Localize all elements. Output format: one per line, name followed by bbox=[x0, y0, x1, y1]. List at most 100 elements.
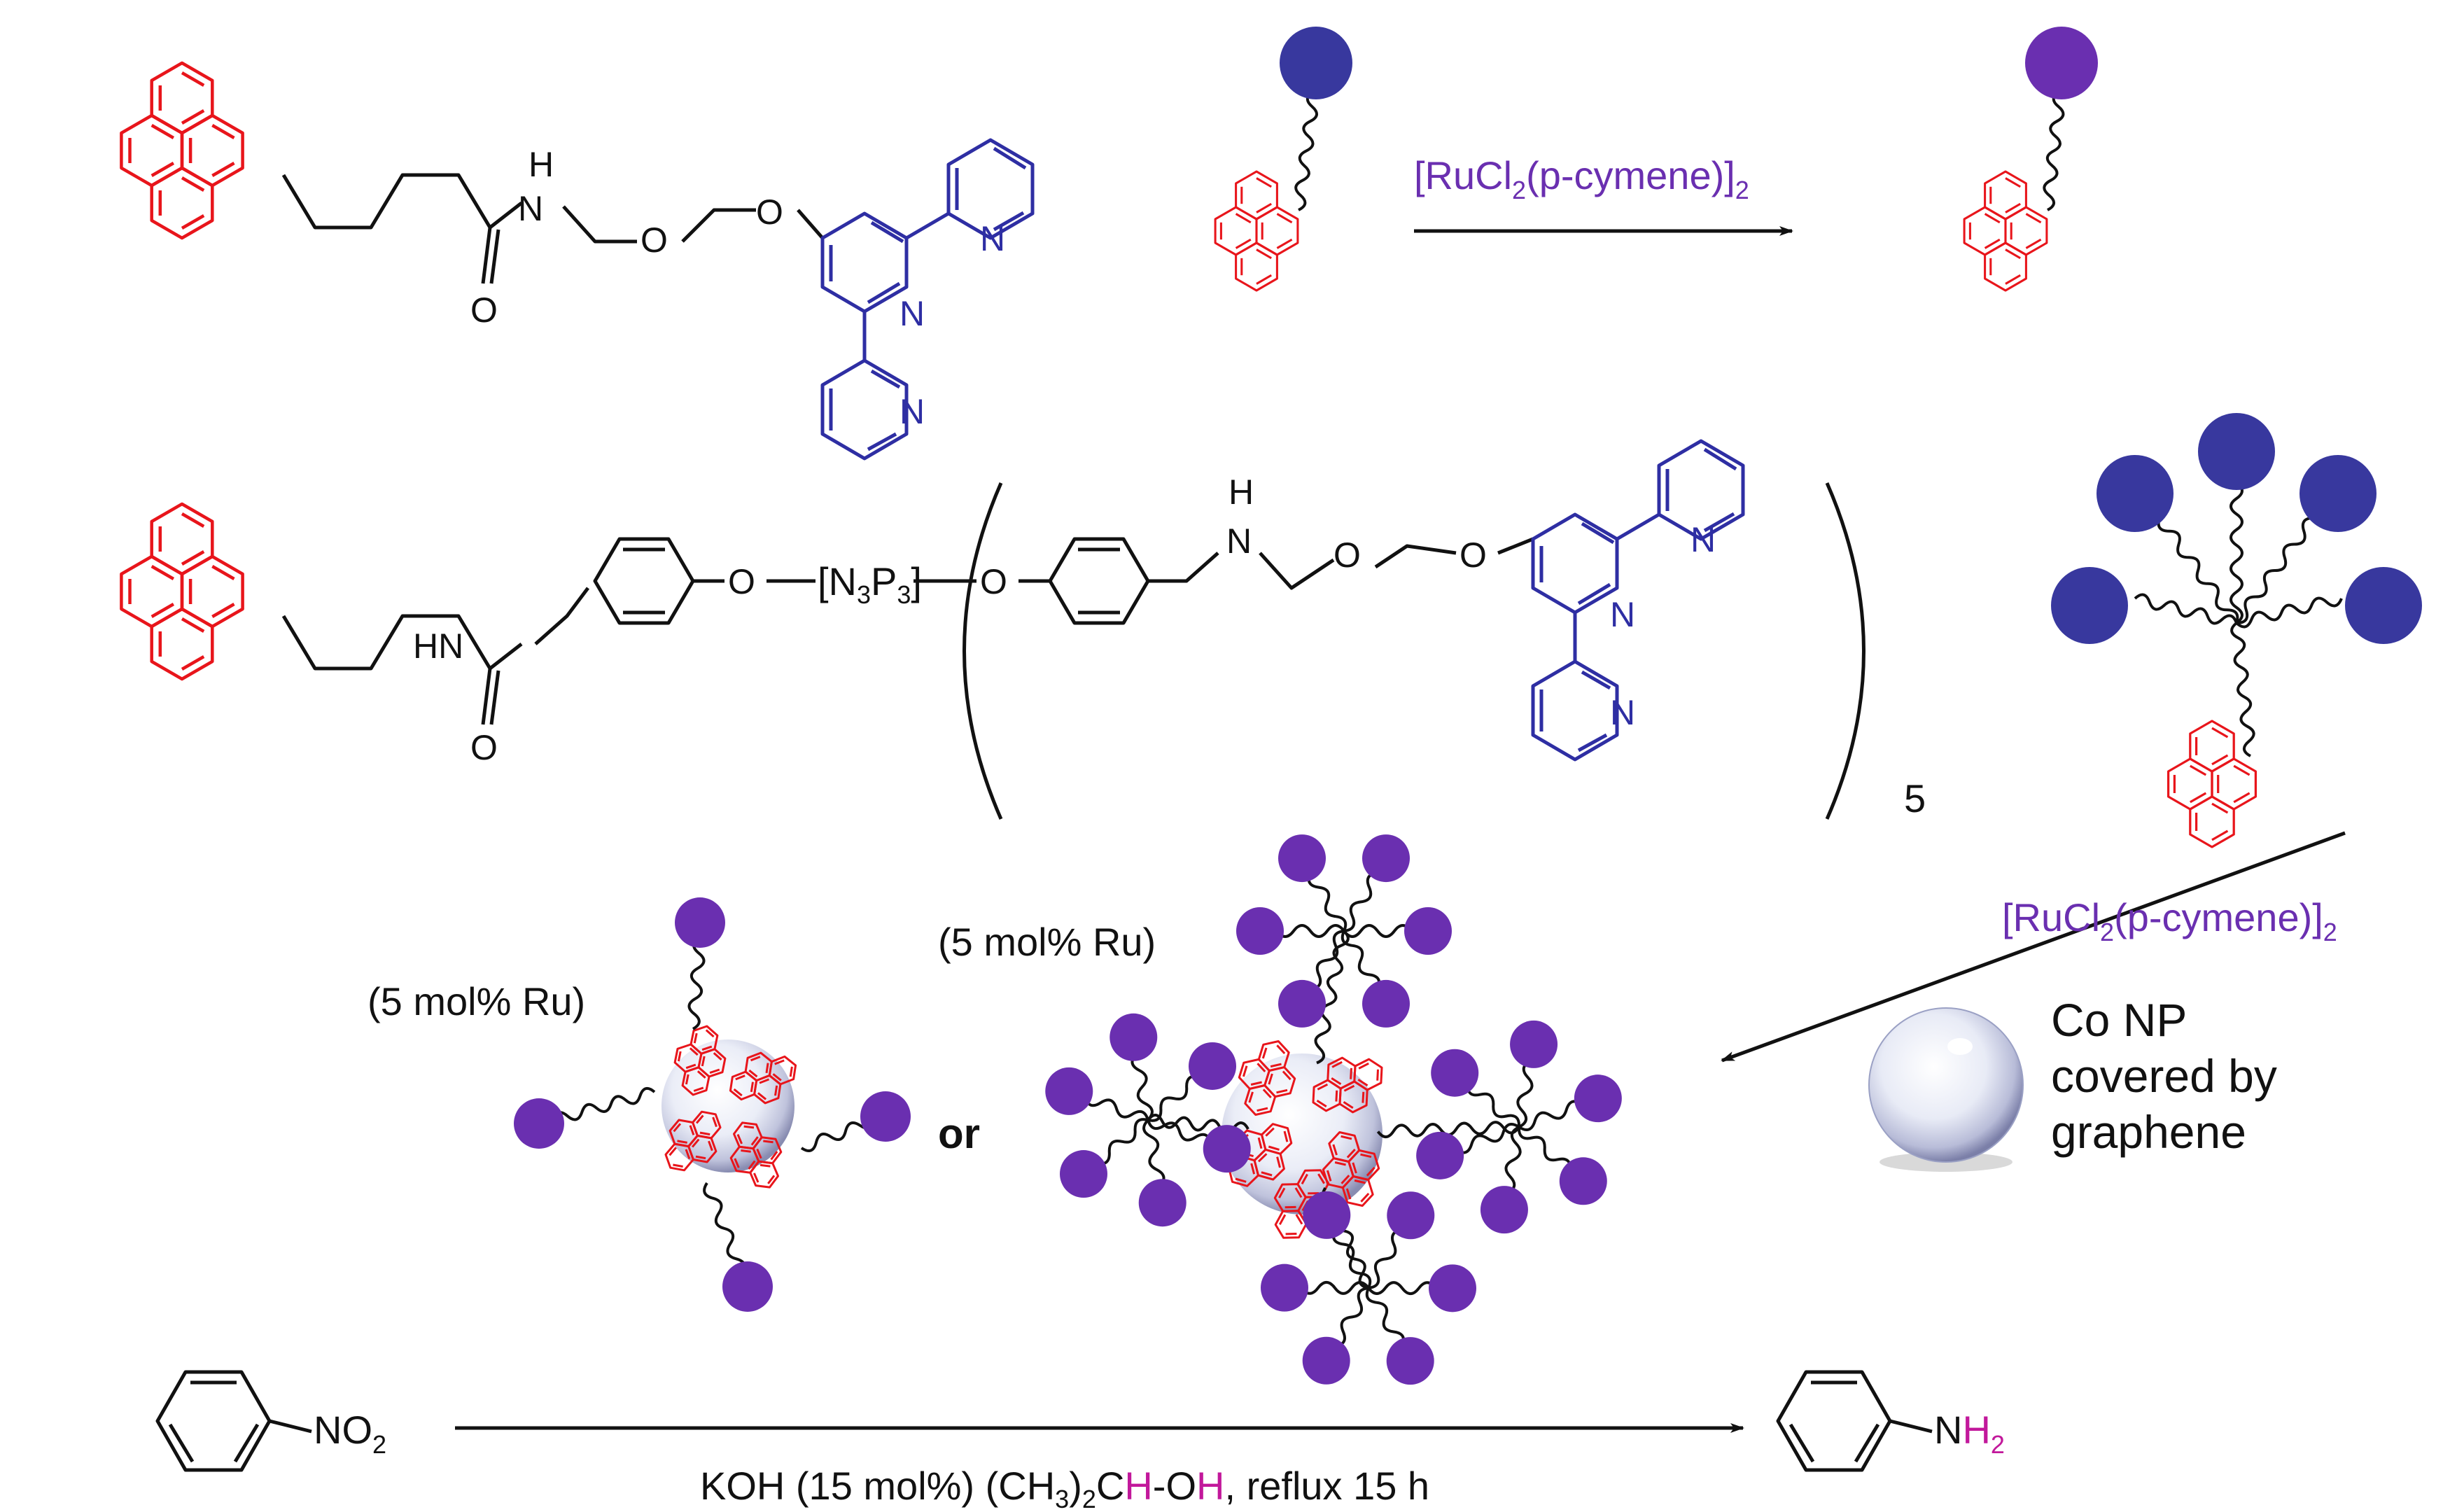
pyrene-double-bond bbox=[1278, 1187, 1286, 1198]
pyrene-double-bond bbox=[150, 603, 175, 618]
pyrene-double-bond bbox=[1354, 1179, 1366, 1184]
co-np-label-line1: Co NP bbox=[2051, 994, 2187, 1046]
pyrene-double-bond bbox=[1343, 1100, 1354, 1110]
pyrene-double-bond bbox=[1256, 177, 1272, 188]
pyrene-double-bond bbox=[150, 124, 175, 139]
pyrene-double-bond bbox=[1358, 1062, 1369, 1070]
pyrene-double-bond bbox=[181, 512, 205, 528]
reagent-right: [RuCl2(p-cymene)]2 bbox=[2002, 895, 2337, 946]
pyrene-double-bond bbox=[1317, 1173, 1325, 1184]
pyrene-double-bond bbox=[1261, 1171, 1273, 1177]
dendrimer-ball bbox=[2345, 567, 2422, 644]
pyrene-ring bbox=[692, 1110, 722, 1140]
tether-center-np bbox=[1314, 930, 1350, 1065]
pyrene-double-bond bbox=[1276, 213, 1293, 224]
pyrene-ring bbox=[1244, 1084, 1277, 1116]
pyrene-double-bond bbox=[685, 1074, 690, 1085]
pyrene-double-bond bbox=[709, 1068, 720, 1074]
pyrene-double-bond bbox=[1346, 1148, 1356, 1158]
terpyridine-2 bbox=[1531, 439, 1745, 762]
phosphazene-core: [N3P3] bbox=[818, 559, 922, 609]
pyrene-ring bbox=[1296, 1169, 1330, 1198]
pyrene-double-bond bbox=[1360, 1192, 1370, 1203]
dendrimer-ball bbox=[2051, 567, 2128, 644]
pyrene-double-bond bbox=[735, 1074, 746, 1081]
pyrene-ring bbox=[1341, 1175, 1374, 1207]
ligand-ball-center bbox=[1510, 1020, 1558, 1068]
pyrene-ring bbox=[1353, 1058, 1383, 1091]
pyrene-double-bond bbox=[756, 1148, 762, 1159]
pyrene-ring bbox=[690, 1025, 719, 1055]
ligand-ball-purple bbox=[2025, 27, 2098, 99]
pyrene-double-bond bbox=[2189, 792, 2207, 804]
pyrene-double-bond bbox=[774, 1059, 785, 1065]
nitro-group: NO2 bbox=[314, 1408, 386, 1459]
pyrene-double-bond bbox=[2025, 238, 2042, 249]
pyrene-dendrimer bbox=[2166, 720, 2258, 848]
ligand-ball-center bbox=[1261, 1264, 1309, 1312]
ligand-ball-center bbox=[1386, 1337, 1434, 1385]
atom-o-link-1: O bbox=[728, 562, 755, 601]
pyrene-double-bond bbox=[1256, 202, 1272, 214]
atom-h: H bbox=[528, 145, 554, 184]
pyrene-double-bond bbox=[1276, 1156, 1281, 1168]
atom-n-amide: N bbox=[518, 189, 543, 228]
pyrene-double-bond bbox=[789, 1066, 793, 1077]
pyrene-double-bond bbox=[211, 565, 235, 580]
pyrene-double-bond bbox=[2025, 213, 2042, 224]
pyrene-double-bond bbox=[1984, 213, 2001, 224]
loading-left: (5 mol% Ru) bbox=[368, 979, 585, 1023]
dendrimer-ball bbox=[2198, 413, 2275, 490]
pyrene-double-bond bbox=[736, 1134, 743, 1144]
ligand-ball-center bbox=[1110, 1013, 1158, 1061]
ligand-ball-center bbox=[1559, 1157, 1607, 1205]
pyrene-double-bond bbox=[1276, 1088, 1288, 1094]
ligand-ball-center bbox=[1416, 1131, 1464, 1180]
pyrene-double-bond bbox=[2233, 792, 2250, 804]
pyrene-ring bbox=[150, 61, 214, 135]
pyrene-ring bbox=[1261, 1123, 1293, 1155]
pyrene-double-bond bbox=[211, 603, 235, 618]
nitrobenzene bbox=[155, 1370, 312, 1472]
ligand-ball-center bbox=[1060, 1150, 1108, 1198]
pyrene-double-bond bbox=[757, 1092, 767, 1100]
pyrene-ring bbox=[2189, 795, 2235, 848]
pyrene-double-bond bbox=[763, 1140, 774, 1144]
pyrene-double-bond bbox=[770, 1151, 778, 1161]
pyrene-double-bond bbox=[713, 1052, 722, 1061]
pyrene-double-bond bbox=[767, 1175, 776, 1184]
dendrimer-arm bbox=[2235, 596, 2343, 629]
pyrene-double-bond bbox=[1256, 274, 1272, 285]
pyrene-double-bond bbox=[181, 71, 205, 87]
pyrene-ring bbox=[1235, 170, 1278, 220]
pyrene-double-bond bbox=[705, 1029, 715, 1038]
pyrene-double-bond bbox=[741, 1149, 751, 1153]
ligand-ball-center bbox=[1574, 1074, 1622, 1123]
pyrene-double-bond bbox=[1282, 1070, 1292, 1081]
atom-n-pyridine-top: N bbox=[980, 219, 1005, 258]
pyrene-ring bbox=[150, 607, 214, 681]
pyrene-double-bond bbox=[1345, 1188, 1352, 1200]
ligand-ball-center bbox=[1404, 907, 1452, 955]
dendrimer-arm bbox=[2236, 516, 2314, 625]
pyrene-on-np bbox=[729, 1121, 783, 1189]
pyrene-double-bond bbox=[1256, 248, 1272, 260]
ligand-ball-center bbox=[1236, 907, 1284, 955]
tether-left-np bbox=[687, 937, 706, 1030]
pyrene-double-bond bbox=[750, 1082, 754, 1093]
pyrene-double-bond bbox=[2233, 764, 2250, 776]
ligand-ball-left bbox=[722, 1261, 773, 1312]
pyrene-double-bond bbox=[689, 1125, 695, 1135]
ligand-ball-center bbox=[1480, 1186, 1528, 1234]
pyrene-double-bond bbox=[1268, 1073, 1273, 1085]
pyrene-double-bond bbox=[733, 1088, 743, 1097]
dendrimer-arm bbox=[2134, 593, 2238, 625]
pyrene-double-bond bbox=[699, 1131, 710, 1136]
pyrene-molecule-2 bbox=[120, 502, 244, 681]
pyrene-double-bond bbox=[1335, 1090, 1338, 1102]
pyrene-double-bond bbox=[1235, 238, 1252, 249]
pyrene-double-bond bbox=[2211, 754, 2229, 766]
pyrene-double-bond bbox=[1248, 1091, 1254, 1103]
pyrene-on-np bbox=[664, 1110, 722, 1172]
